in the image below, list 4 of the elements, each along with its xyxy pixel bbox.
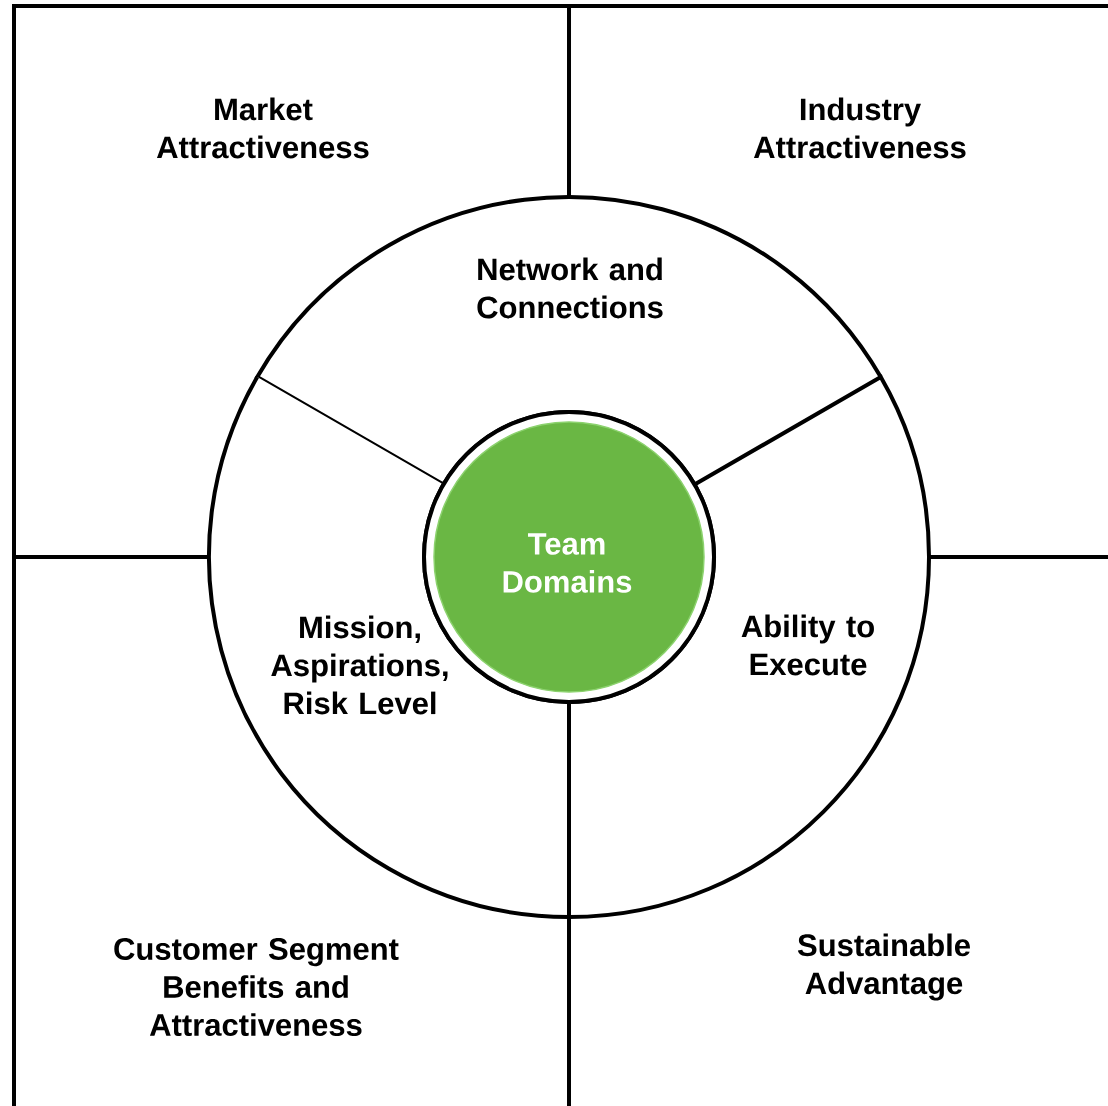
quadrant-label: Industry Attractiveness: [753, 97, 966, 159]
quadrant-label: Market Attractiveness: [156, 97, 369, 159]
quadrant-label: Sustainable Advantage: [797, 933, 970, 1001]
quadrant-label: Customer Segment Benefits and Attractiveness: [114, 938, 399, 1036]
